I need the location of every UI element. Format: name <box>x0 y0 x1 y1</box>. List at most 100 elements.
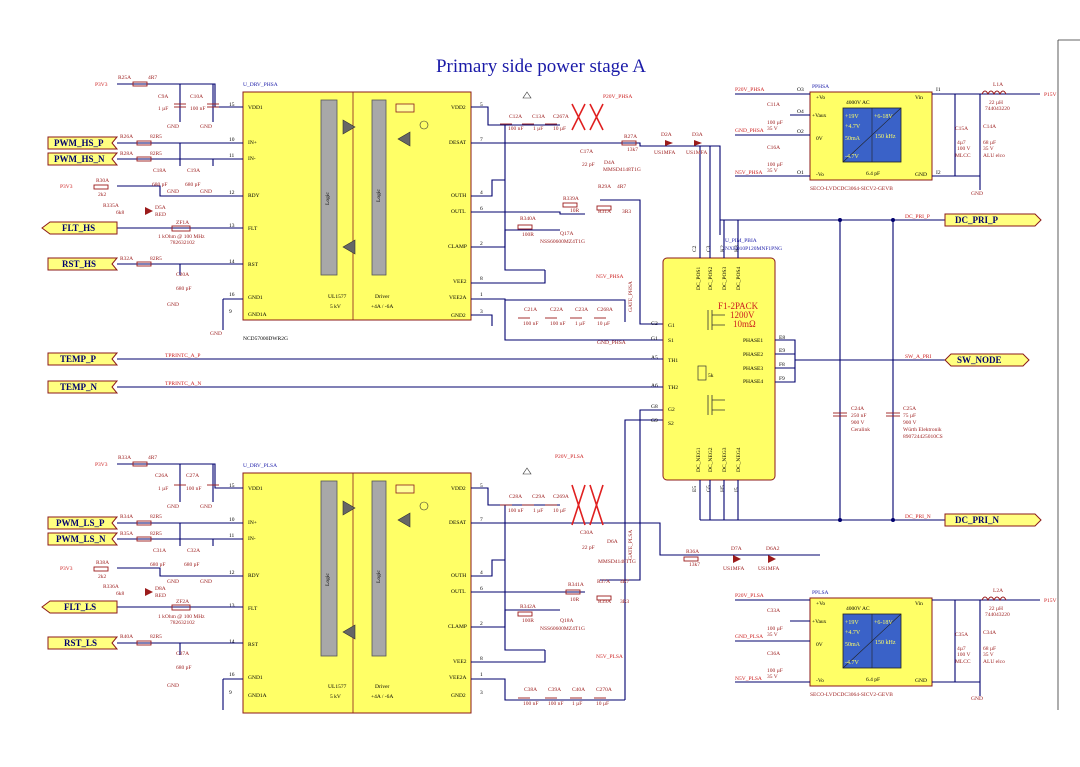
logic-label-2: Logic <box>376 189 382 202</box>
svg-text:SECO-LVDCDC3064-SICV2-GEVB: SECO-LVDCDC3064-SICV2-GEVB <box>810 692 893 698</box>
svg-text:DC_POS3: DC_POS3 <box>722 267 728 290</box>
svg-text:H5: H5 <box>720 485 726 492</box>
svg-text:C3: C3 <box>706 245 712 252</box>
svg-text:900 V: 900 V <box>851 420 865 426</box>
pin-num: 14 <box>229 259 235 265</box>
svg-text:GND: GND <box>210 331 222 337</box>
pin-num: 6 <box>480 206 483 212</box>
svg-text:O4: O4 <box>797 109 804 115</box>
svg-text:6.4 pF: 6.4 pF <box>866 677 880 683</box>
svg-text:C33A: C33A <box>767 608 780 614</box>
svg-text:C17A: C17A <box>580 149 593 155</box>
svg-text:R25A: R25A <box>118 75 131 81</box>
port-pwm-hs-p[interactable]: PWM_HS_P <box>47 136 119 150</box>
net-label: DC_PRI_N <box>905 514 931 520</box>
svg-text:PPHSA: PPHSA <box>812 84 829 90</box>
svg-text:R35A: R35A <box>120 531 133 537</box>
svg-text:Logic: Logic <box>325 573 331 586</box>
svg-text:Vin: Vin <box>915 95 923 101</box>
svg-text:10: 10 <box>229 517 235 523</box>
svg-text:P20V_PLSA: P20V_PLSA <box>735 593 764 599</box>
svg-text:GND: GND <box>167 683 179 689</box>
svg-text:C29A: C29A <box>532 494 545 500</box>
svg-text:6k8: 6k8 <box>116 210 125 216</box>
svg-text:C10A: C10A <box>190 94 203 100</box>
svg-text:0V: 0V <box>816 136 823 142</box>
pin-num: 10 <box>229 137 235 143</box>
svg-text:0V: 0V <box>816 642 823 648</box>
svg-text:G8: G8 <box>651 404 658 410</box>
svg-text:22 pF: 22 pF <box>582 162 595 168</box>
svg-text:10R: 10R <box>570 597 580 603</box>
svg-text:744043220: 744043220 <box>985 612 1010 618</box>
svg-text:100 nF: 100 nF <box>508 508 523 514</box>
svg-text:GND: GND <box>167 302 179 308</box>
port-label: SW_NODE <box>957 355 1002 365</box>
pin-label: IN- <box>248 156 256 162</box>
port-label: RST_LS <box>64 638 97 648</box>
svg-text:R28A: R28A <box>120 151 133 157</box>
svg-text:N5V_PLSA: N5V_PLSA <box>596 654 623 660</box>
svg-text:C40A: C40A <box>572 687 585 693</box>
svg-text:10 µF: 10 µF <box>553 508 566 514</box>
port-pwm-ls-p[interactable]: PWM_LS_P <box>47 516 119 530</box>
svg-text:C25A: C25A <box>903 406 916 412</box>
port-pwm-ls-n[interactable]: PWM_LS_N <box>47 532 119 546</box>
svg-text:100 nF: 100 nF <box>523 701 538 707</box>
svg-text:744043220: 744043220 <box>985 106 1010 112</box>
port-pwm-hs-n[interactable]: PWM_HS_N <box>47 152 119 166</box>
svg-text:GND: GND <box>167 124 179 130</box>
svg-text:R40A: R40A <box>120 634 133 640</box>
svg-text:3R3: 3R3 <box>620 599 629 605</box>
svg-text:VDD2: VDD2 <box>451 486 466 492</box>
port-rst-ls[interactable]: RST_LS <box>47 636 119 650</box>
pin-label: RDY <box>248 193 260 199</box>
svg-text:GND: GND <box>167 189 179 195</box>
svg-text:13: 13 <box>229 603 235 609</box>
svg-text:G1: G1 <box>651 336 658 342</box>
port-dc-pri-n[interactable]: DC_PRI_N <box>944 513 1042 527</box>
port-sw-node[interactable]: SW_NODE <box>944 353 1030 367</box>
svg-text:GATE_PHSA: GATE_PHSA <box>628 281 634 312</box>
svg-text:S2: S2 <box>668 421 674 427</box>
svg-text:680 pF: 680 pF <box>176 286 191 292</box>
port-flt-hs[interactable]: FLT_HS <box>41 221 118 235</box>
svg-text:2: 2 <box>480 621 483 627</box>
svg-text:100 µF: 100 µF <box>767 626 783 632</box>
port-rst-hs[interactable]: RST_HS <box>47 257 119 271</box>
svg-text:DC_POS1: DC_POS1 <box>696 267 702 290</box>
port-dc-pri-p[interactable]: DC_PRI_P <box>944 213 1042 227</box>
svg-text:1 µF: 1 µF <box>533 126 543 132</box>
svg-text:10 µF: 10 µF <box>597 321 610 327</box>
svg-text:C2: C2 <box>692 245 698 252</box>
svg-text:F9: F9 <box>779 376 785 382</box>
svg-text:+Vo: +Vo <box>816 601 825 607</box>
svg-text:ALU elco: ALU elco <box>983 153 1005 159</box>
svg-text:C22A: C22A <box>550 307 563 313</box>
svg-text:782632102: 782632102 <box>170 240 195 246</box>
svg-text:GND: GND <box>200 124 212 130</box>
svg-text:N5V_PHSA: N5V_PHSA <box>735 170 763 176</box>
svg-text:US1MFA: US1MFA <box>686 150 707 156</box>
port-flt-ls[interactable]: FLT_LS <box>41 600 118 614</box>
port-temp-n[interactable]: TEMP_N <box>47 380 119 394</box>
port-temp-p[interactable]: TEMP_P <box>47 352 119 366</box>
svg-text:RDY: RDY <box>248 573 260 579</box>
svg-text:R32A: R32A <box>120 256 133 262</box>
svg-text:O3: O3 <box>797 87 804 93</box>
svg-text:K3: K3 <box>734 245 740 252</box>
svg-text:I5: I5 <box>734 487 740 492</box>
svg-text:680 pF: 680 pF <box>176 665 191 671</box>
port-label: PWM_HS_N <box>54 154 105 164</box>
svg-text:A6: A6 <box>651 383 658 389</box>
svg-text:TH2: TH2 <box>668 385 678 391</box>
svg-text:22 µH: 22 µH <box>989 100 1003 106</box>
pim-name: F1-2PACK <box>718 301 759 311</box>
svg-text:GND: GND <box>167 504 179 510</box>
svg-text:680 pF: 680 pF <box>152 182 167 188</box>
svg-text:IN-: IN- <box>248 536 256 542</box>
amp-label: +4A / -6A <box>371 304 393 310</box>
svg-text:GND: GND <box>200 504 212 510</box>
svg-text:G2: G2 <box>668 407 675 413</box>
svg-text:11: 11 <box>229 533 235 539</box>
